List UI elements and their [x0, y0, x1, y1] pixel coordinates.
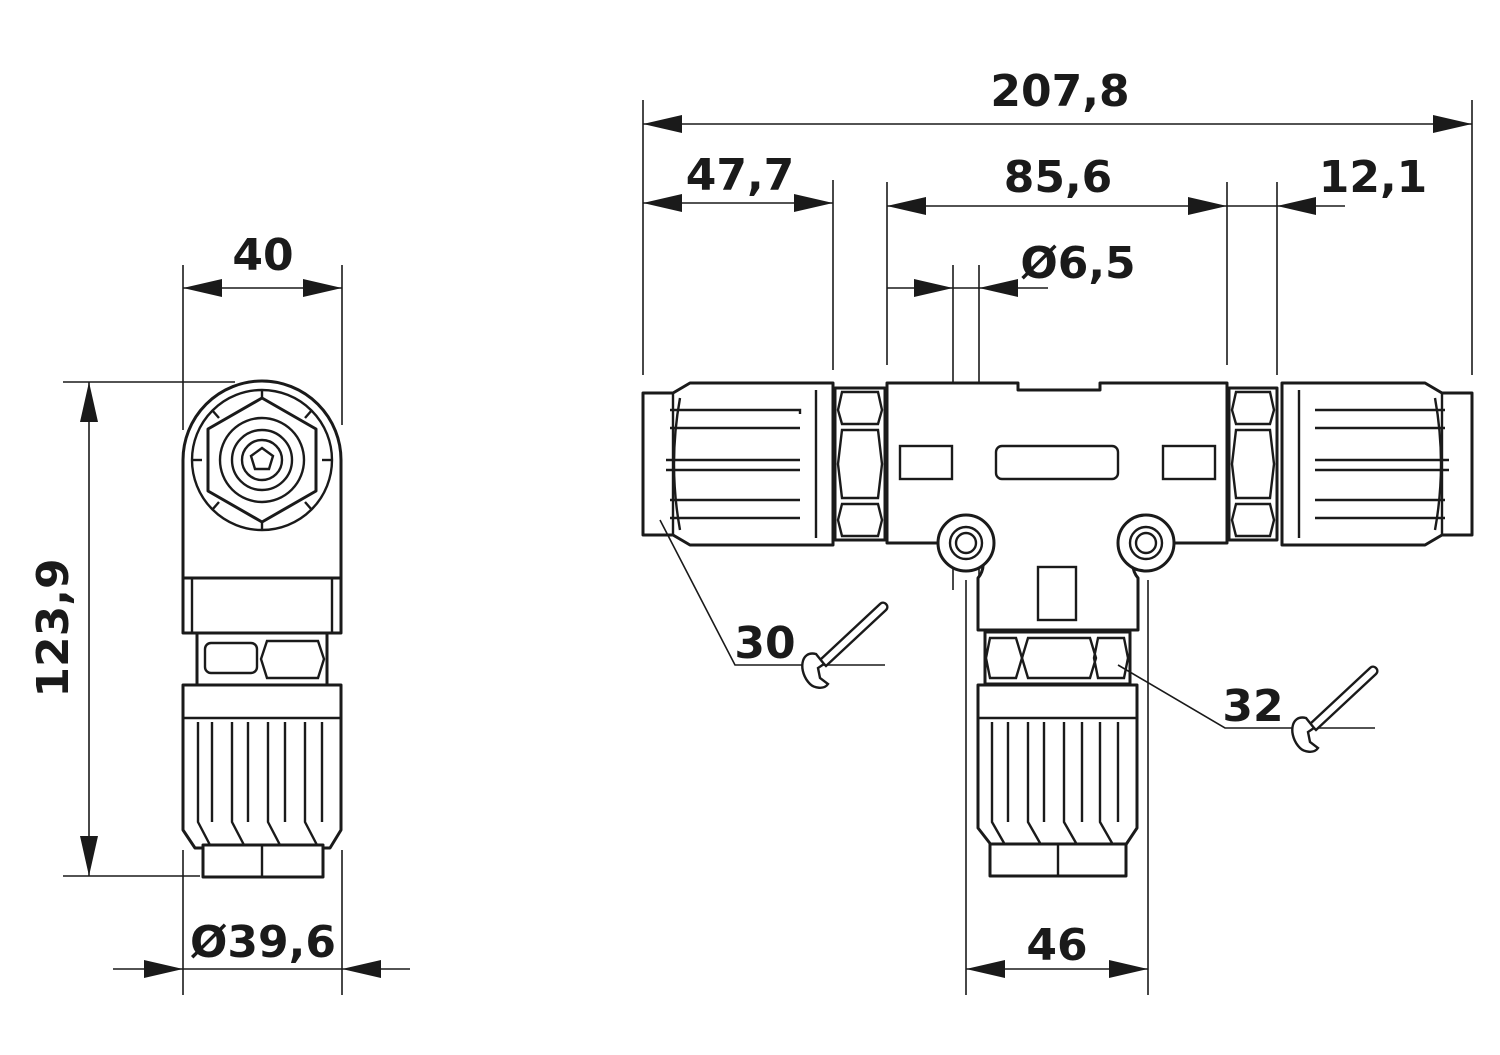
bottom-knurled-nut — [976, 683, 1139, 848]
t-body — [885, 381, 1229, 632]
dimension-length-207-8: 207,8 — [643, 66, 1472, 133]
bottom-hex-nut — [983, 630, 1132, 686]
front-view: 207,8 47,7 85,6 12,1 Ø6,5 — [641, 66, 1474, 995]
dim-label-hole-6-5: Ø6,5 — [1020, 238, 1135, 289]
dim-label-47-7: 47,7 — [686, 150, 795, 201]
dim-label-207-8: 207,8 — [990, 66, 1129, 117]
dim-label-85-6: 85,6 — [1004, 152, 1113, 203]
dimension-46: 46 — [965, 580, 1149, 995]
dim-label-12-1: 12,1 — [1319, 152, 1428, 203]
wrench-icon — [1291, 665, 1379, 753]
dim-label-123-9: 123,9 — [28, 558, 79, 697]
dimension-47-7: 47,7 — [643, 150, 833, 212]
dimension-diameter-39-6: Ø39,6 — [113, 917, 410, 978]
dimension-height-123-9: 123,9 — [28, 382, 98, 876]
dimension-hole-6-5: Ø6,5 — [887, 238, 1136, 297]
dim-label-46: 46 — [1026, 920, 1087, 971]
right-hex-nut — [1227, 386, 1279, 542]
dimension-85-6: 85,6 — [887, 152, 1227, 215]
dim-label-40: 40 — [232, 230, 293, 281]
dimension-12-1: 12,1 — [1227, 152, 1427, 215]
wrench-label-30: 30 — [734, 618, 795, 669]
wrench-label-32: 32 — [1222, 681, 1283, 732]
side-view: 40 123,9 Ø39,6 — [28, 230, 410, 995]
side-knurled-nut — [181, 683, 343, 850]
dim-label-diameter-39-6: Ø39,6 — [190, 917, 336, 968]
wrench-icon — [801, 601, 889, 689]
wrench-callout-32: 32 — [1117, 664, 1379, 753]
left-hex-nut — [833, 386, 887, 542]
right-knurled-nut — [1280, 381, 1474, 547]
left-knurled-nut — [641, 381, 835, 547]
wrench-callout-30: 30 — [659, 519, 889, 689]
dimension-width-40: 40 — [183, 230, 342, 297]
